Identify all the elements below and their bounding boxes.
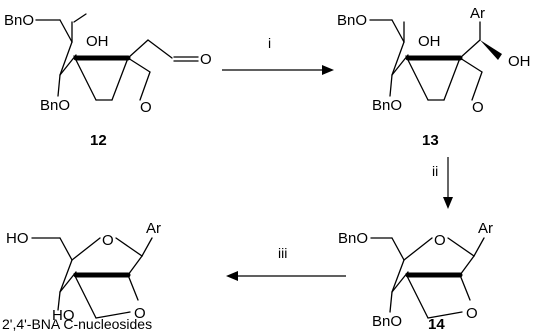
c14-bno-bottom: BnO	[372, 313, 402, 330]
c13-o-ring: O	[472, 99, 484, 116]
c12-bond	[127, 39, 149, 59]
c13-bond	[391, 41, 405, 76]
c14-bond	[459, 255, 475, 276]
product-ho-bottom: HO	[52, 307, 75, 324]
product-bond	[71, 237, 101, 261]
c13-bond	[405, 55, 429, 101]
arrow-head	[443, 197, 453, 209]
c12-o-ring: O	[140, 99, 152, 116]
arrow-step-ii: ii	[432, 157, 453, 209]
compound-product: HO O Ar O HO	[6, 220, 161, 324]
step-label-iii: iii	[278, 245, 287, 261]
c12-bond	[139, 71, 151, 101]
c13-bno-bottom: BnO	[372, 97, 402, 114]
product-caption: 2',4'-BNA C-nucleosides	[2, 316, 152, 331]
c13-bond	[459, 39, 481, 59]
product-bond	[59, 259, 73, 293]
c13-bond	[389, 74, 393, 97]
c13-wedge-bond	[480, 40, 502, 60]
c14-bond	[391, 237, 405, 261]
c12-bond	[59, 41, 73, 76]
c13-bond	[391, 54, 409, 76]
c13-bond	[391, 19, 405, 43]
c14-bond	[405, 273, 429, 319]
product-bond	[115, 237, 143, 257]
product-bond	[127, 255, 143, 276]
step-label-ii: ii	[432, 163, 438, 179]
c13-ar: Ar	[470, 5, 485, 22]
c13-oh2: OH	[508, 53, 531, 70]
c13-bond	[459, 57, 483, 73]
c14-bond	[459, 274, 471, 301]
c13-bond	[471, 71, 483, 101]
compound-14: BnO O Ar O BnO	[338, 220, 493, 330]
c14-bond	[391, 259, 405, 293]
c14-bond	[391, 271, 409, 293]
c12-bond	[111, 57, 129, 101]
c14-o-ring: O	[466, 305, 478, 322]
c14-bond	[403, 237, 433, 261]
product-bond	[95, 311, 131, 319]
c14-bond	[389, 291, 393, 313]
product-bond	[57, 291, 61, 311]
c12-bond	[59, 54, 77, 76]
product-bond	[141, 237, 153, 257]
c14-o-furanose: O	[434, 232, 446, 249]
arrow-step-i: i	[222, 35, 334, 75]
product-o-furanose: O	[102, 232, 114, 249]
product-ho-top: HO	[6, 230, 29, 247]
c13-oh: OH	[418, 33, 441, 50]
c12-bond	[59, 19, 73, 43]
arrow-step-iii: iii	[226, 245, 346, 281]
c14-bond	[473, 237, 485, 257]
c12-bond	[73, 13, 87, 23]
product-bond	[73, 273, 97, 319]
compound-12: BnO OH O O BnO 12	[4, 12, 212, 149]
c12-oh: OH	[86, 33, 109, 50]
c14-bond	[447, 237, 475, 257]
c14-bond	[427, 311, 463, 319]
compound-number-13: 13	[422, 132, 439, 149]
product-bond	[59, 237, 73, 261]
c14-ar: Ar	[478, 220, 493, 237]
product-ar: Ar	[146, 220, 161, 237]
c12-bno-bottom: BnO	[40, 97, 70, 114]
compound-number-12: 12	[90, 132, 107, 149]
step-label-i: i	[268, 35, 271, 51]
c12-bno-top: BnO	[4, 12, 34, 29]
compound-number-14: 14	[428, 316, 445, 331]
product-o-ring: O	[134, 305, 146, 322]
c12-o-aldehyde: O	[200, 51, 212, 68]
c12-bond	[73, 55, 97, 101]
product-bond	[127, 274, 139, 301]
c13-bno-top: BnO	[337, 12, 367, 29]
compound-13: BnO OH O Ar OH BnO 13	[337, 5, 531, 149]
c12-bond	[147, 39, 173, 59]
arrow-head	[322, 65, 334, 75]
product-bond	[59, 271, 77, 293]
c14-bno-top: BnO	[338, 230, 368, 247]
c12-bond	[127, 57, 151, 73]
c12-bond	[57, 74, 61, 97]
arrow-head	[226, 271, 238, 281]
c13-bond	[443, 57, 461, 101]
